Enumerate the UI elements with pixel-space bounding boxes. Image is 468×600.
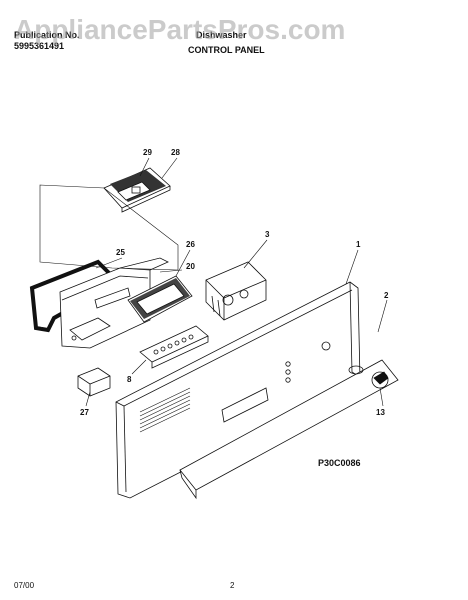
- model-label: Dishwasher: [196, 30, 247, 40]
- callout-13: 13: [376, 408, 385, 417]
- callout-8: 8: [127, 375, 132, 384]
- section-title: CONTROL PANEL: [188, 45, 265, 55]
- callout-25: 25: [116, 248, 125, 257]
- footer-date: 07/00: [14, 581, 35, 590]
- footer-page: 2: [230, 581, 235, 590]
- timer-part: [205, 261, 267, 321]
- callout-29: 29: [143, 148, 152, 157]
- overlay-part: [179, 359, 399, 500]
- callout-27: 27: [80, 408, 89, 417]
- callout-20: 20: [186, 262, 195, 271]
- switch-part: [77, 367, 111, 397]
- console-panel-part: [115, 281, 361, 499]
- leader-lines: [85, 157, 388, 407]
- callout-3: 3: [265, 230, 270, 239]
- callout-2: 2: [384, 291, 389, 300]
- watermark: AppliancePartsPros.com: [14, 14, 346, 45]
- lens-part: [127, 275, 193, 323]
- publication-number: 5995361491: [14, 41, 65, 51]
- back-plate: [39, 184, 179, 271]
- callout-1: 1: [356, 240, 361, 249]
- callout-28: 28: [171, 148, 180, 157]
- callout-26: 26: [186, 240, 195, 249]
- control-board-part: [139, 325, 209, 369]
- bracket-part: [103, 167, 171, 213]
- knob-part: [371, 371, 389, 389]
- housing-part: [59, 257, 169, 349]
- diagram-code: P30C0086: [318, 458, 361, 468]
- publication-label: Publication No.: [14, 30, 80, 40]
